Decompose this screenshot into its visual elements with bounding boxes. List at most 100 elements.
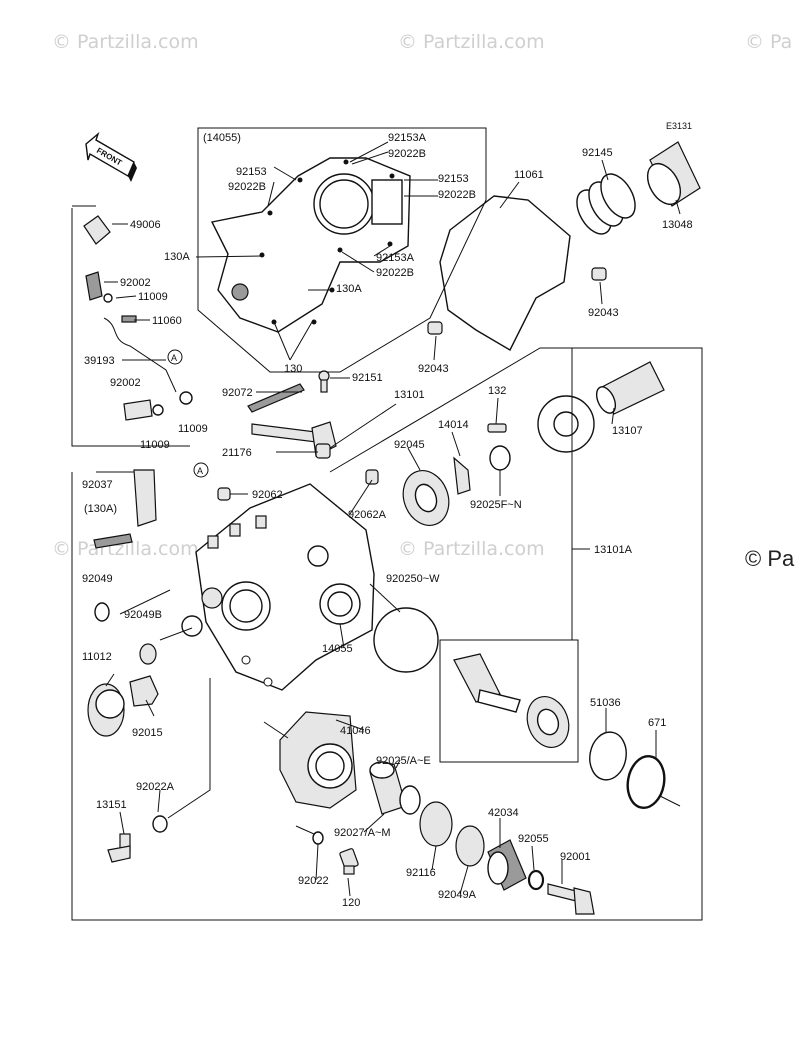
label-92015: 92015 bbox=[132, 727, 163, 739]
label-92022: 92022 bbox=[298, 875, 329, 887]
bolt-92151 bbox=[318, 370, 330, 393]
label-132: 132 bbox=[488, 385, 506, 397]
sleeve-part bbox=[646, 141, 701, 207]
watermark-4: © Partzilla.com bbox=[52, 538, 199, 560]
ref-14055: (14055) bbox=[203, 132, 241, 144]
label-92025f: 92025F~N bbox=[470, 499, 522, 511]
seal-92049a bbox=[455, 825, 485, 867]
washer-92022a bbox=[152, 815, 168, 833]
label-130a-lower: 130A bbox=[336, 283, 362, 295]
label-130a-left: 130A bbox=[164, 251, 190, 263]
label-120: 120 bbox=[342, 897, 360, 909]
label-92055: 92055 bbox=[518, 833, 549, 845]
bolt-132 bbox=[487, 423, 507, 433]
seal-92049b bbox=[139, 643, 157, 665]
part-labels: (14055) 92153A 92022B 92153 92022B 92153… bbox=[82, 132, 693, 909]
label-92022b-top: 92022B bbox=[388, 148, 426, 160]
svg-text:A: A bbox=[197, 466, 203, 476]
seal-51036 bbox=[589, 731, 627, 781]
shim-92025 bbox=[399, 785, 421, 815]
label-51036: 51036 bbox=[590, 697, 621, 709]
housing-part bbox=[195, 483, 375, 691]
label-92045: 92045 bbox=[394, 439, 425, 451]
callout-a-1: A bbox=[167, 349, 183, 365]
watermark-2: © Partzilla.com bbox=[398, 31, 545, 53]
bolt-92001 bbox=[547, 883, 595, 915]
label-92153-left: 92153 bbox=[236, 166, 267, 178]
pinion-assembly bbox=[453, 653, 570, 748]
label-92153a-top: 92153A bbox=[388, 132, 427, 144]
watermark-side: © Pa bbox=[745, 546, 795, 571]
bolt-120 bbox=[339, 848, 359, 875]
label-92116: 92116 bbox=[406, 867, 436, 879]
label-92153a-lower: 92153A bbox=[376, 252, 415, 264]
callout-a-2: A bbox=[193, 462, 209, 478]
label-92022b-left: 92022B bbox=[228, 181, 266, 193]
label-11060: 11060 bbox=[152, 315, 182, 327]
gasket-920250 bbox=[373, 607, 439, 673]
front-arrow-icon: FRONT bbox=[85, 131, 137, 182]
label-39193: 39193 bbox=[84, 355, 115, 367]
label-92043-right: 92043 bbox=[588, 307, 619, 319]
label-49006: 49006 bbox=[130, 219, 161, 231]
label-92037: 92037 bbox=[82, 479, 113, 491]
sleeve-92027 bbox=[369, 761, 407, 815]
label-11009-top: 11009 bbox=[138, 291, 168, 303]
bushing-92043-b bbox=[427, 321, 443, 335]
label-92022b-right: 92022B bbox=[438, 189, 476, 201]
diagram-code: E3131 bbox=[666, 121, 692, 131]
housing-41046 bbox=[279, 711, 357, 809]
fitting-92062 bbox=[217, 487, 231, 501]
label-92049a: 92049A bbox=[438, 889, 477, 901]
cover-part bbox=[210, 157, 411, 333]
label-92001: 92001 bbox=[560, 851, 591, 863]
ring-92025f bbox=[489, 445, 511, 471]
washer-92022 bbox=[312, 831, 324, 845]
spring-part bbox=[576, 173, 636, 235]
sensor-assembly bbox=[83, 215, 193, 421]
label-130: 130 bbox=[284, 363, 302, 375]
label-13048: 13048 bbox=[662, 219, 693, 231]
label-92151: 92151 bbox=[352, 372, 383, 384]
label-92153-right: 92153 bbox=[438, 173, 469, 185]
frame-lines bbox=[71, 127, 703, 921]
sensor-21176 bbox=[251, 421, 337, 459]
label-14014: 14014 bbox=[438, 419, 469, 431]
label-11009-lower: 11009 bbox=[140, 439, 170, 451]
watermark-1: © Partzilla.com bbox=[52, 31, 199, 53]
label-671: 671 bbox=[648, 717, 666, 729]
label-920250: 920250~W bbox=[386, 573, 440, 585]
label-92049: 92049 bbox=[82, 573, 113, 585]
watermark-3: © Pa bbox=[745, 31, 792, 53]
leader-lines bbox=[104, 141, 681, 897]
cap-11012 bbox=[87, 683, 125, 737]
svg-text:A: A bbox=[171, 353, 177, 363]
gear-part bbox=[537, 395, 595, 453]
label-42034: 42034 bbox=[488, 807, 519, 819]
coupling-42034 bbox=[487, 839, 527, 891]
label-13107: 13107 bbox=[612, 425, 643, 437]
oring-92055 bbox=[527, 869, 545, 891]
label-13101a: 13101A bbox=[594, 544, 633, 556]
ref-130a: (130A) bbox=[84, 503, 117, 515]
label-41046: 41046 bbox=[340, 725, 371, 737]
label-11061: 11061 bbox=[514, 169, 544, 181]
watermark-5: © Partzilla.com bbox=[398, 538, 545, 560]
label-14055: 14055 bbox=[322, 643, 353, 655]
label-21176: 21176 bbox=[222, 447, 252, 459]
bearing-92116 bbox=[419, 801, 453, 847]
label-92145: 92145 bbox=[582, 147, 613, 159]
bearing-92045 bbox=[402, 470, 450, 526]
plate-14014 bbox=[453, 456, 471, 495]
label-92025a: 92025/A~E bbox=[376, 755, 431, 767]
label-92043-left: 92043 bbox=[418, 363, 449, 375]
oring-671 bbox=[626, 755, 666, 809]
nut-92015 bbox=[129, 675, 159, 707]
seal-round bbox=[181, 615, 203, 637]
label-11012: 11012 bbox=[82, 651, 112, 663]
label-92022b-lower: 92022B bbox=[376, 267, 414, 279]
gasket-part bbox=[439, 195, 571, 351]
label-92049b: 92049B bbox=[124, 609, 162, 621]
label-92062a: 92062A bbox=[348, 509, 387, 521]
bushing-92043-a bbox=[591, 267, 607, 281]
